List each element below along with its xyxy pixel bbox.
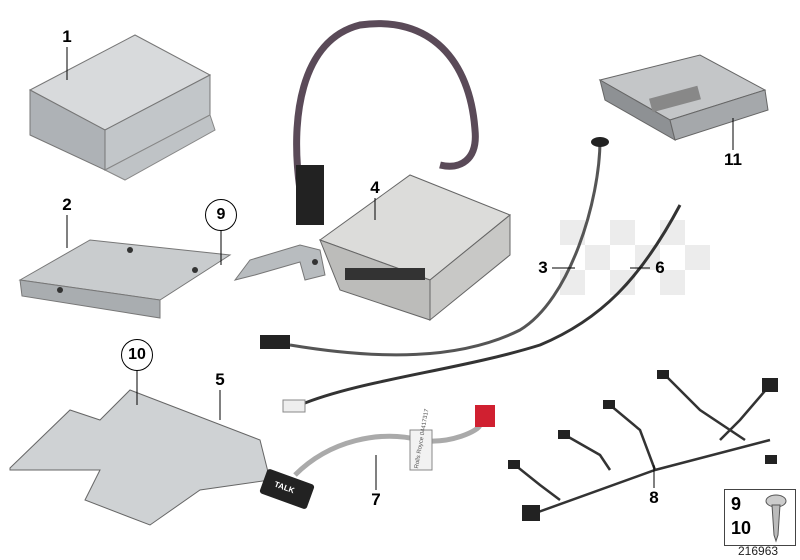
label-part-7: 7 <box>371 490 381 509</box>
part-4-connector <box>296 165 324 225</box>
fastener-callout: 9 10 <box>724 489 796 546</box>
label-part-8: 8 <box>649 488 659 507</box>
part-4-cable-loop <box>293 20 479 191</box>
part-4-amplifier <box>318 174 511 322</box>
part-3-cable <box>289 139 602 357</box>
part-7-lead <box>293 423 483 477</box>
talk-button <box>259 469 315 509</box>
part-6-cable <box>299 204 682 407</box>
label-part-9-circled: 9 <box>205 199 237 231</box>
part-2-bracket <box>18 239 232 319</box>
callout-item-10: 10 <box>731 518 752 538</box>
label-part-3: 3 <box>538 258 548 277</box>
label-part-1: 1 <box>62 27 72 46</box>
label-part-10-circled: 10 <box>121 339 153 371</box>
callout-item-9: 9 <box>731 494 742 514</box>
part-8-harness <box>514 374 771 517</box>
part-11-panel <box>598 54 769 142</box>
diagram-number: 216963 <box>738 544 779 558</box>
label-part-11: 11 <box>724 150 742 169</box>
part-5-holder-plate <box>9 389 271 526</box>
part-9-strap <box>233 244 326 281</box>
label-part-4: 4 <box>370 178 380 197</box>
label-part-6: 6 <box>655 258 665 277</box>
part-1-control-unit <box>28 34 216 181</box>
screw-icon <box>765 494 787 543</box>
label-part-2: 2 <box>62 195 72 214</box>
part-7-red-connector <box>475 405 495 427</box>
label-part-5: 5 <box>215 370 225 389</box>
leader-lines <box>66 47 734 490</box>
part-7-tag <box>409 429 433 471</box>
